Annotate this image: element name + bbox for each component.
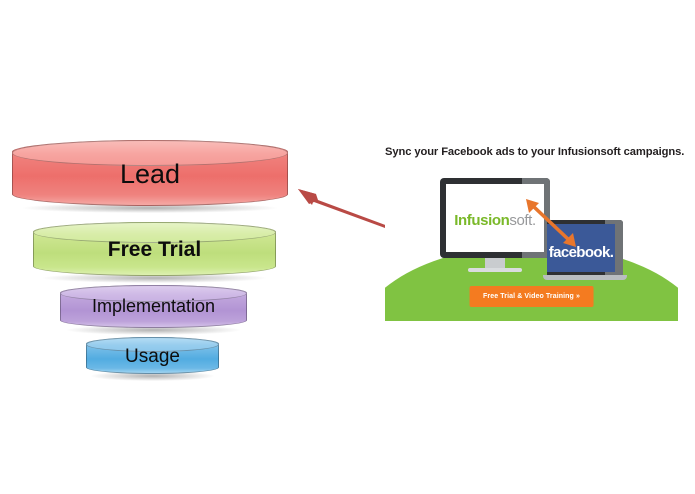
monitor-screen: Infusionsoft. — [446, 184, 544, 252]
stage-shadow — [67, 325, 240, 335]
red-arrow-icon — [298, 189, 388, 228]
monitor-neck — [485, 258, 505, 268]
infusionsoft-logo-green: Infusion — [454, 212, 510, 229]
cylinder-top-ellipse — [12, 140, 288, 166]
funnel-stage-label: Lead — [119, 159, 181, 189]
laptop-base — [543, 275, 627, 280]
desktop-monitor-graphic: Infusionsoft. — [440, 178, 550, 272]
stage-shadow — [23, 203, 277, 213]
funnel-stage-label: Implementation — [91, 296, 216, 316]
funnel-stage-label: Usage — [125, 346, 180, 367]
stage-shadow — [42, 273, 267, 283]
cylinder-top-ellipse — [86, 337, 219, 352]
infusionsoft-logo-gray: soft. — [509, 212, 536, 229]
funnel-stage-lead[interactable]: Lead — [12, 140, 288, 213]
funnel-stage-free-trial[interactable]: Free Trial — [33, 222, 276, 283]
cylinder-top-ellipse — [33, 222, 276, 243]
funnel-diagram: Lead Free Trial Implementation Usage — [0, 0, 330, 494]
ad-headline: Sync your Facebook ads to your Infusions… — [385, 146, 685, 158]
funnel-stage-usage[interactable]: Usage — [86, 337, 219, 381]
funnel-stage-label: Free Trial — [107, 238, 202, 261]
facebook-logo: facebook. — [548, 244, 614, 261]
stage-shadow — [91, 371, 214, 381]
cylinder-top-ellipse — [60, 285, 247, 302]
laptop-screen: facebook. — [547, 224, 615, 272]
funnel-stage-implementation[interactable]: Implementation — [60, 285, 247, 335]
orange-double-arrow-icon — [526, 199, 576, 247]
infusionsoft-logo: Infusionsoft. — [446, 212, 544, 229]
free-trial-cta-button[interactable]: Free Trial & Video Training » — [469, 286, 594, 307]
monitor-base — [468, 268, 522, 272]
infusionsoft-ad-banner[interactable]: Sync your Facebook ads to your Infusions… — [385, 142, 685, 321]
